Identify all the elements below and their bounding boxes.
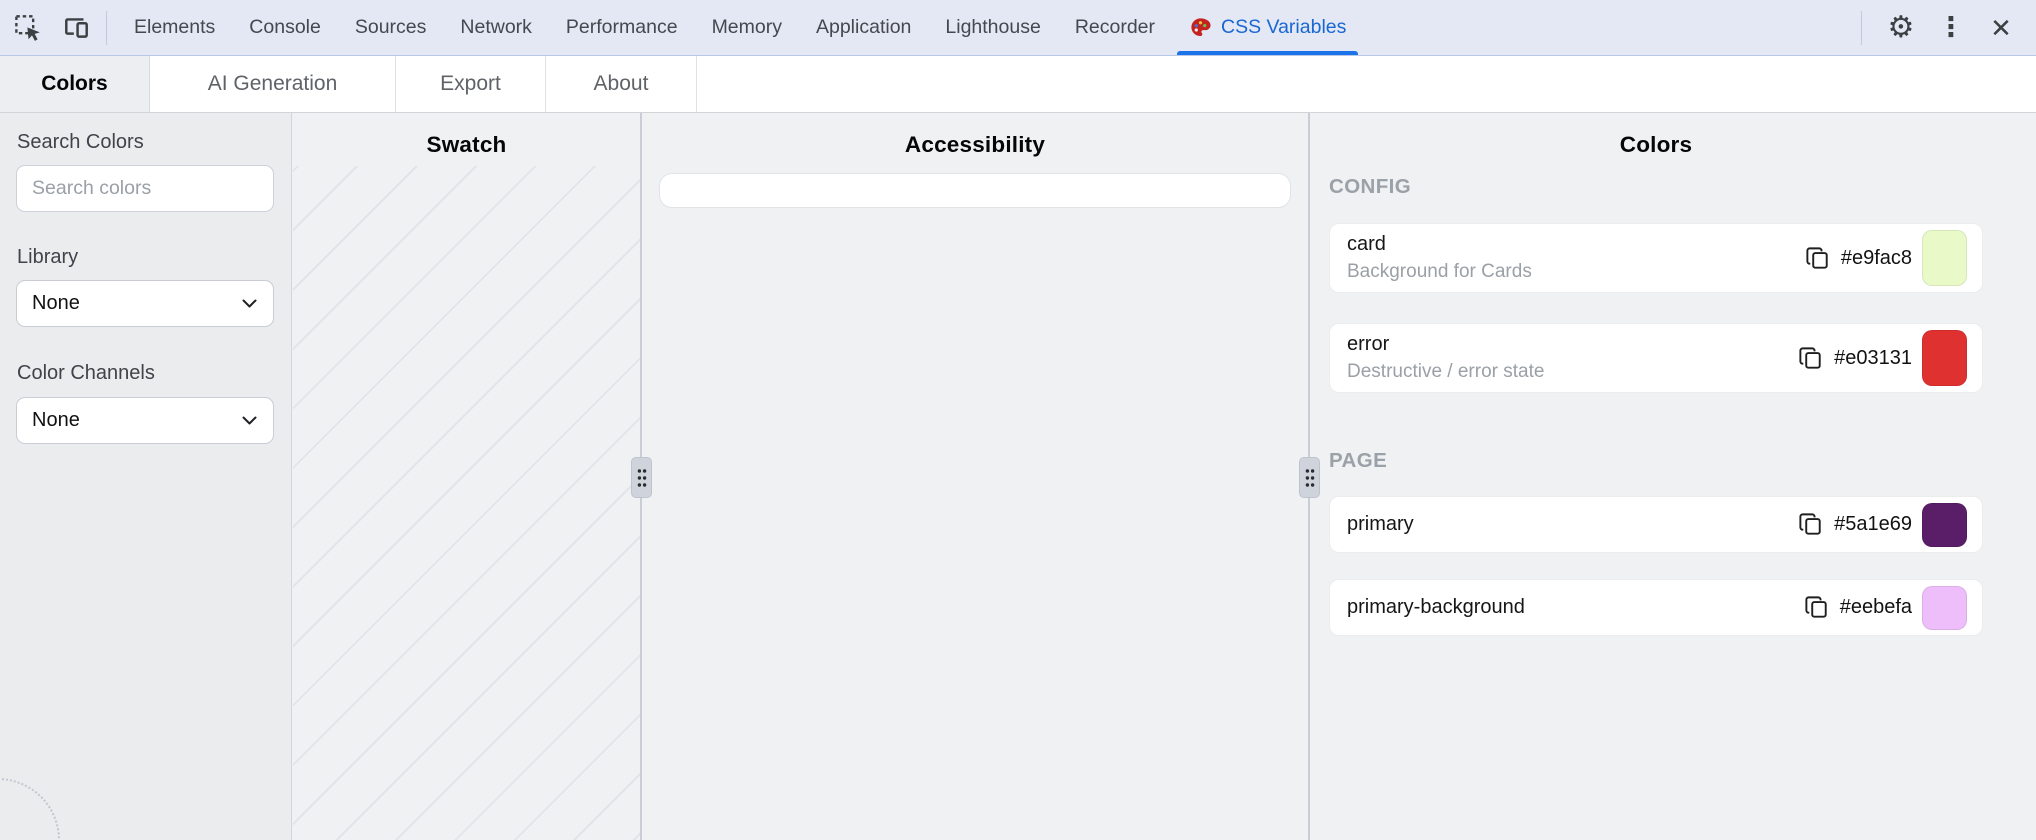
devtools-tab-strip: Elements Console Sources Network Performance… bbox=[117, 0, 1363, 55]
color-hex-value: #eebefa bbox=[1839, 596, 1912, 618]
tab-label: About bbox=[593, 72, 649, 95]
devtools-tab-css-variables[interactable]: CSS Variables bbox=[1172, 0, 1363, 55]
tab-label: Elements bbox=[134, 16, 216, 38]
swatch-panel: Swatch bbox=[293, 113, 640, 840]
color-swatch[interactable] bbox=[1922, 502, 1967, 547]
toolbar-actions: ⚙ ⋮ ✕ bbox=[1851, 0, 2036, 55]
color-value-cluster: #e9fac8 bbox=[1804, 230, 1967, 286]
color-value-cluster: #eebefa bbox=[1803, 585, 1967, 630]
close-icon[interactable]: ✕ bbox=[1990, 12, 2012, 43]
color-name: primary-background bbox=[1347, 596, 1525, 618]
color-name: card bbox=[1347, 233, 1386, 255]
devtools-tab-recorder[interactable]: Recorder bbox=[1058, 0, 1172, 55]
extension-tab-strip: Colors AI Generation Export About bbox=[0, 56, 2036, 113]
copy-icon[interactable] bbox=[1803, 594, 1830, 621]
colors-panel-title: Colors bbox=[1619, 132, 1693, 157]
color-hex-value: #e9fac8 bbox=[1840, 246, 1912, 269]
copy-icon[interactable] bbox=[1797, 511, 1824, 538]
devtools-toolbar: Elements Console Sources Network Performance… bbox=[0, 0, 2036, 56]
color-hex-value: #5a1e69 bbox=[1834, 513, 1912, 535]
tab-label: Application bbox=[815, 16, 912, 38]
color-item-info: primary-background bbox=[1347, 596, 1525, 619]
color-item-info: primary bbox=[1347, 513, 1414, 536]
extension-content: Search Colors Library None Color Channel… bbox=[0, 113, 2036, 840]
devtools-tab-lighthouse[interactable]: Lighthouse bbox=[928, 0, 1057, 55]
library-label: Library bbox=[17, 246, 79, 268]
decorative-arc bbox=[0, 778, 60, 840]
palette-icon bbox=[1189, 16, 1212, 39]
color-description: Destructive / error state bbox=[1347, 361, 1545, 382]
search-colors-label: Search Colors bbox=[17, 131, 144, 153]
color-name: primary bbox=[1347, 513, 1414, 535]
chevron-down-icon bbox=[241, 298, 258, 309]
tab-label: Memory bbox=[711, 16, 782, 38]
tab-label: AI Generation bbox=[207, 72, 338, 95]
settings-gear-icon[interactable]: ⚙ bbox=[1887, 10, 1915, 44]
group-header: PAGE bbox=[1329, 449, 1388, 472]
panel-resize-handle[interactable] bbox=[1299, 457, 1320, 498]
color-channels-select-value: None bbox=[32, 409, 80, 431]
color-description: Background for Cards bbox=[1347, 261, 1532, 282]
grip-dots-icon bbox=[636, 467, 648, 489]
tab-label: Network bbox=[460, 16, 532, 38]
tab-label: Lighthouse bbox=[945, 16, 1041, 38]
toolbar-divider bbox=[106, 10, 107, 45]
accessibility-panel-title: Accessibility bbox=[904, 132, 1046, 157]
color-channels-label: Color Channels bbox=[17, 362, 155, 384]
tab-ai-generation[interactable]: AI Generation bbox=[150, 56, 396, 112]
accessibility-input[interactable] bbox=[659, 173, 1291, 208]
copy-icon[interactable] bbox=[1797, 345, 1824, 372]
tab-label: Recorder bbox=[1074, 16, 1156, 38]
grip-dots-icon bbox=[1304, 467, 1316, 489]
devtools-tab-application[interactable]: Application bbox=[799, 0, 928, 55]
devtools-tab-sources[interactable]: Sources bbox=[338, 0, 444, 55]
devtools-tab-performance[interactable]: Performance bbox=[549, 0, 695, 55]
color-item-primary-background[interactable]: primary-background #eebefa bbox=[1329, 579, 1983, 636]
tab-label: Colors bbox=[41, 72, 108, 95]
library-select[interactable]: None bbox=[16, 280, 274, 327]
inspect-element-icon[interactable] bbox=[8, 8, 48, 48]
tab-label: CSS Variables bbox=[1221, 16, 1347, 38]
copy-icon[interactable] bbox=[1804, 245, 1831, 272]
swatch-panel-title: Swatch bbox=[293, 113, 640, 166]
color-swatch[interactable] bbox=[1922, 230, 1967, 286]
color-swatch[interactable] bbox=[1922, 330, 1967, 386]
chevron-down-icon bbox=[241, 415, 258, 426]
devtools-tab-network[interactable]: Network bbox=[443, 0, 549, 55]
more-options-icon[interactable]: ⋮ bbox=[1937, 12, 1965, 42]
color-swatch[interactable] bbox=[1922, 585, 1967, 630]
color-item-primary[interactable]: primary #5a1e69 bbox=[1329, 496, 1983, 553]
devtools-tab-console[interactable]: Console bbox=[232, 0, 338, 55]
filters-sidebar: Search Colors Library None Color Channel… bbox=[0, 113, 292, 840]
tab-about[interactable]: About bbox=[546, 56, 697, 112]
color-value-cluster: #5a1e69 bbox=[1797, 502, 1967, 547]
device-toolbar-icon[interactable] bbox=[56, 8, 96, 48]
toolbar-divider bbox=[1861, 10, 1862, 45]
color-hex-value: #e03131 bbox=[1834, 346, 1912, 369]
devtools-tab-elements[interactable]: Elements bbox=[117, 0, 232, 55]
color-channels-select[interactable]: None bbox=[16, 397, 274, 444]
tab-label: Console bbox=[249, 16, 321, 38]
panel-resize-handle[interactable] bbox=[631, 457, 652, 498]
color-value-cluster: #e03131 bbox=[1797, 330, 1967, 386]
color-name: error bbox=[1347, 333, 1390, 355]
group-header: CONFIG bbox=[1329, 175, 1412, 198]
accessibility-panel: Accessibility bbox=[642, 113, 1308, 840]
tab-export[interactable]: Export bbox=[396, 56, 546, 112]
tab-colors[interactable]: Colors bbox=[0, 56, 150, 112]
library-select-value: None bbox=[32, 292, 80, 314]
tab-label: Export bbox=[440, 72, 501, 95]
devtools-tab-memory[interactable]: Memory bbox=[695, 0, 799, 55]
search-input[interactable] bbox=[16, 165, 274, 212]
tab-label: Performance bbox=[565, 16, 678, 38]
tab-label: Sources bbox=[354, 16, 427, 38]
color-group-page: PAGE primary #5a1e69 primary-background #e… bbox=[1329, 449, 1983, 636]
